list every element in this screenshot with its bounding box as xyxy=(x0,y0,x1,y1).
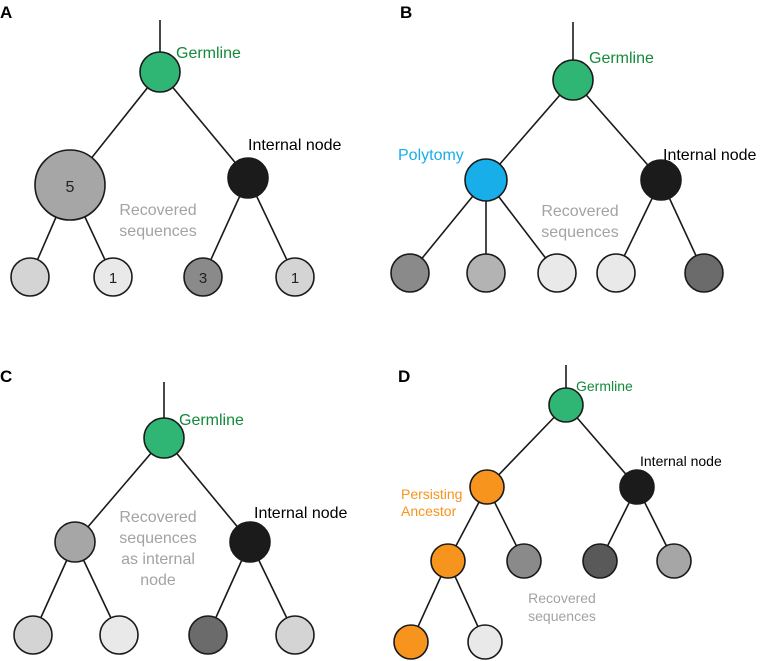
panel-b: B Germline Polytomy Internal node Recove… xyxy=(390,3,757,293)
panel-c-recovered-label: as internal xyxy=(121,551,195,568)
panel-a-edge xyxy=(159,71,249,179)
panel-d-persisting-ancestor-label: Persisting xyxy=(401,486,462,502)
panel-c-leaf-node xyxy=(99,615,139,655)
panel-c-internal-node xyxy=(229,521,271,563)
panel-b-recovered-label: Recovered xyxy=(541,203,618,220)
panel-d-germline-label: Germline xyxy=(576,378,633,394)
panel-c-edge xyxy=(163,437,251,543)
panel-d-internal-node-label: Internal node xyxy=(640,453,722,469)
panel-a-internal-node-label: Internal node xyxy=(248,137,342,154)
panel-c-internal-node-label: Internal node xyxy=(254,505,348,522)
panel-d-edge xyxy=(486,404,567,488)
panel-b-leaf-node xyxy=(390,253,430,293)
panel-a-germline-node xyxy=(139,51,181,93)
panel-d-persisting-ancestor-node xyxy=(469,469,505,505)
panel-b-leaf-node xyxy=(596,253,636,293)
panel-a-leaf-node xyxy=(93,257,133,297)
panel-d-recovered-label: sequences xyxy=(528,608,596,624)
panel-a-count-large: 5 xyxy=(66,179,75,196)
panel-a: A 5 1 3 1 Germline Internal node Recover… xyxy=(0,3,342,297)
panel-c-leaf-node xyxy=(188,615,228,655)
panel-a-large-recovered-node xyxy=(34,149,106,221)
panel-d: D Germline Persisting Ancestor Internal … xyxy=(393,365,722,660)
panel-b-leaf-node xyxy=(466,253,506,293)
panel-a-count-leaf: 1 xyxy=(109,270,117,287)
panel-d-persisting-ancestor-node xyxy=(430,543,466,579)
panel-a-leaf-node xyxy=(10,257,50,297)
panel-c-germline-label: Germline xyxy=(179,412,244,429)
panel-c: C Germline Internal node Recovered seque… xyxy=(0,367,348,655)
panel-d-leaf-node xyxy=(467,624,503,660)
panel-d-germline-node xyxy=(548,387,584,423)
panel-c-germline-node xyxy=(143,417,185,459)
panel-d-leaf-node xyxy=(582,543,618,579)
panel-c-recovered-label: Recovered xyxy=(119,509,196,526)
panel-c-leaf-node xyxy=(275,615,315,655)
panel-b-edge xyxy=(572,79,662,181)
panel-a-germline-label: Germline xyxy=(176,45,241,62)
panel-a-leaf-node xyxy=(275,257,315,297)
panel-b-internal-node-label: Internal node xyxy=(663,147,757,164)
panel-b-germline-label: Germline xyxy=(589,50,654,67)
panel-b-edge xyxy=(485,79,574,181)
panel-a-label: A xyxy=(0,3,12,22)
panel-d-recovered-label: Recovered xyxy=(528,590,596,606)
panel-b-recovered-label: sequences xyxy=(541,224,618,241)
panel-c-recovered-label: sequences xyxy=(119,530,196,547)
panel-a-recovered-label: sequences xyxy=(119,223,196,240)
panel-d-persisting-ancestor-node xyxy=(393,624,429,660)
panel-a-count-leaf: 3 xyxy=(199,270,207,287)
panel-a-leaf-node xyxy=(183,257,223,297)
panel-b-germline-node xyxy=(552,59,594,101)
panel-d-leaf-node xyxy=(656,543,692,579)
panel-c-edge xyxy=(74,437,165,543)
panel-b-polytomy-label: Polytomy xyxy=(398,147,464,164)
panel-a-internal-node xyxy=(227,157,269,199)
panel-c-recovered-label: node xyxy=(140,572,176,589)
panel-d-internal-node xyxy=(619,469,655,505)
panel-d-edge xyxy=(565,404,638,488)
panel-d-persisting-ancestor-label: Ancestor xyxy=(401,503,457,519)
panel-c-label: C xyxy=(0,367,12,386)
panel-d-label: D xyxy=(398,367,410,386)
panel-d-leaf-node xyxy=(506,543,542,579)
panel-b-leaf-node xyxy=(684,253,724,293)
panel-c-leaf-node xyxy=(13,615,53,655)
panel-a-recovered-label: Recovered xyxy=(119,202,196,219)
panel-c-recovered-internal-node xyxy=(54,521,96,563)
panel-b-polytomy-node xyxy=(464,158,508,202)
panel-b-label: B xyxy=(400,3,412,22)
panel-b-leaf-node xyxy=(537,253,577,293)
panel-b-internal-node xyxy=(640,159,682,201)
panel-a-count-leaf: 1 xyxy=(291,270,299,287)
